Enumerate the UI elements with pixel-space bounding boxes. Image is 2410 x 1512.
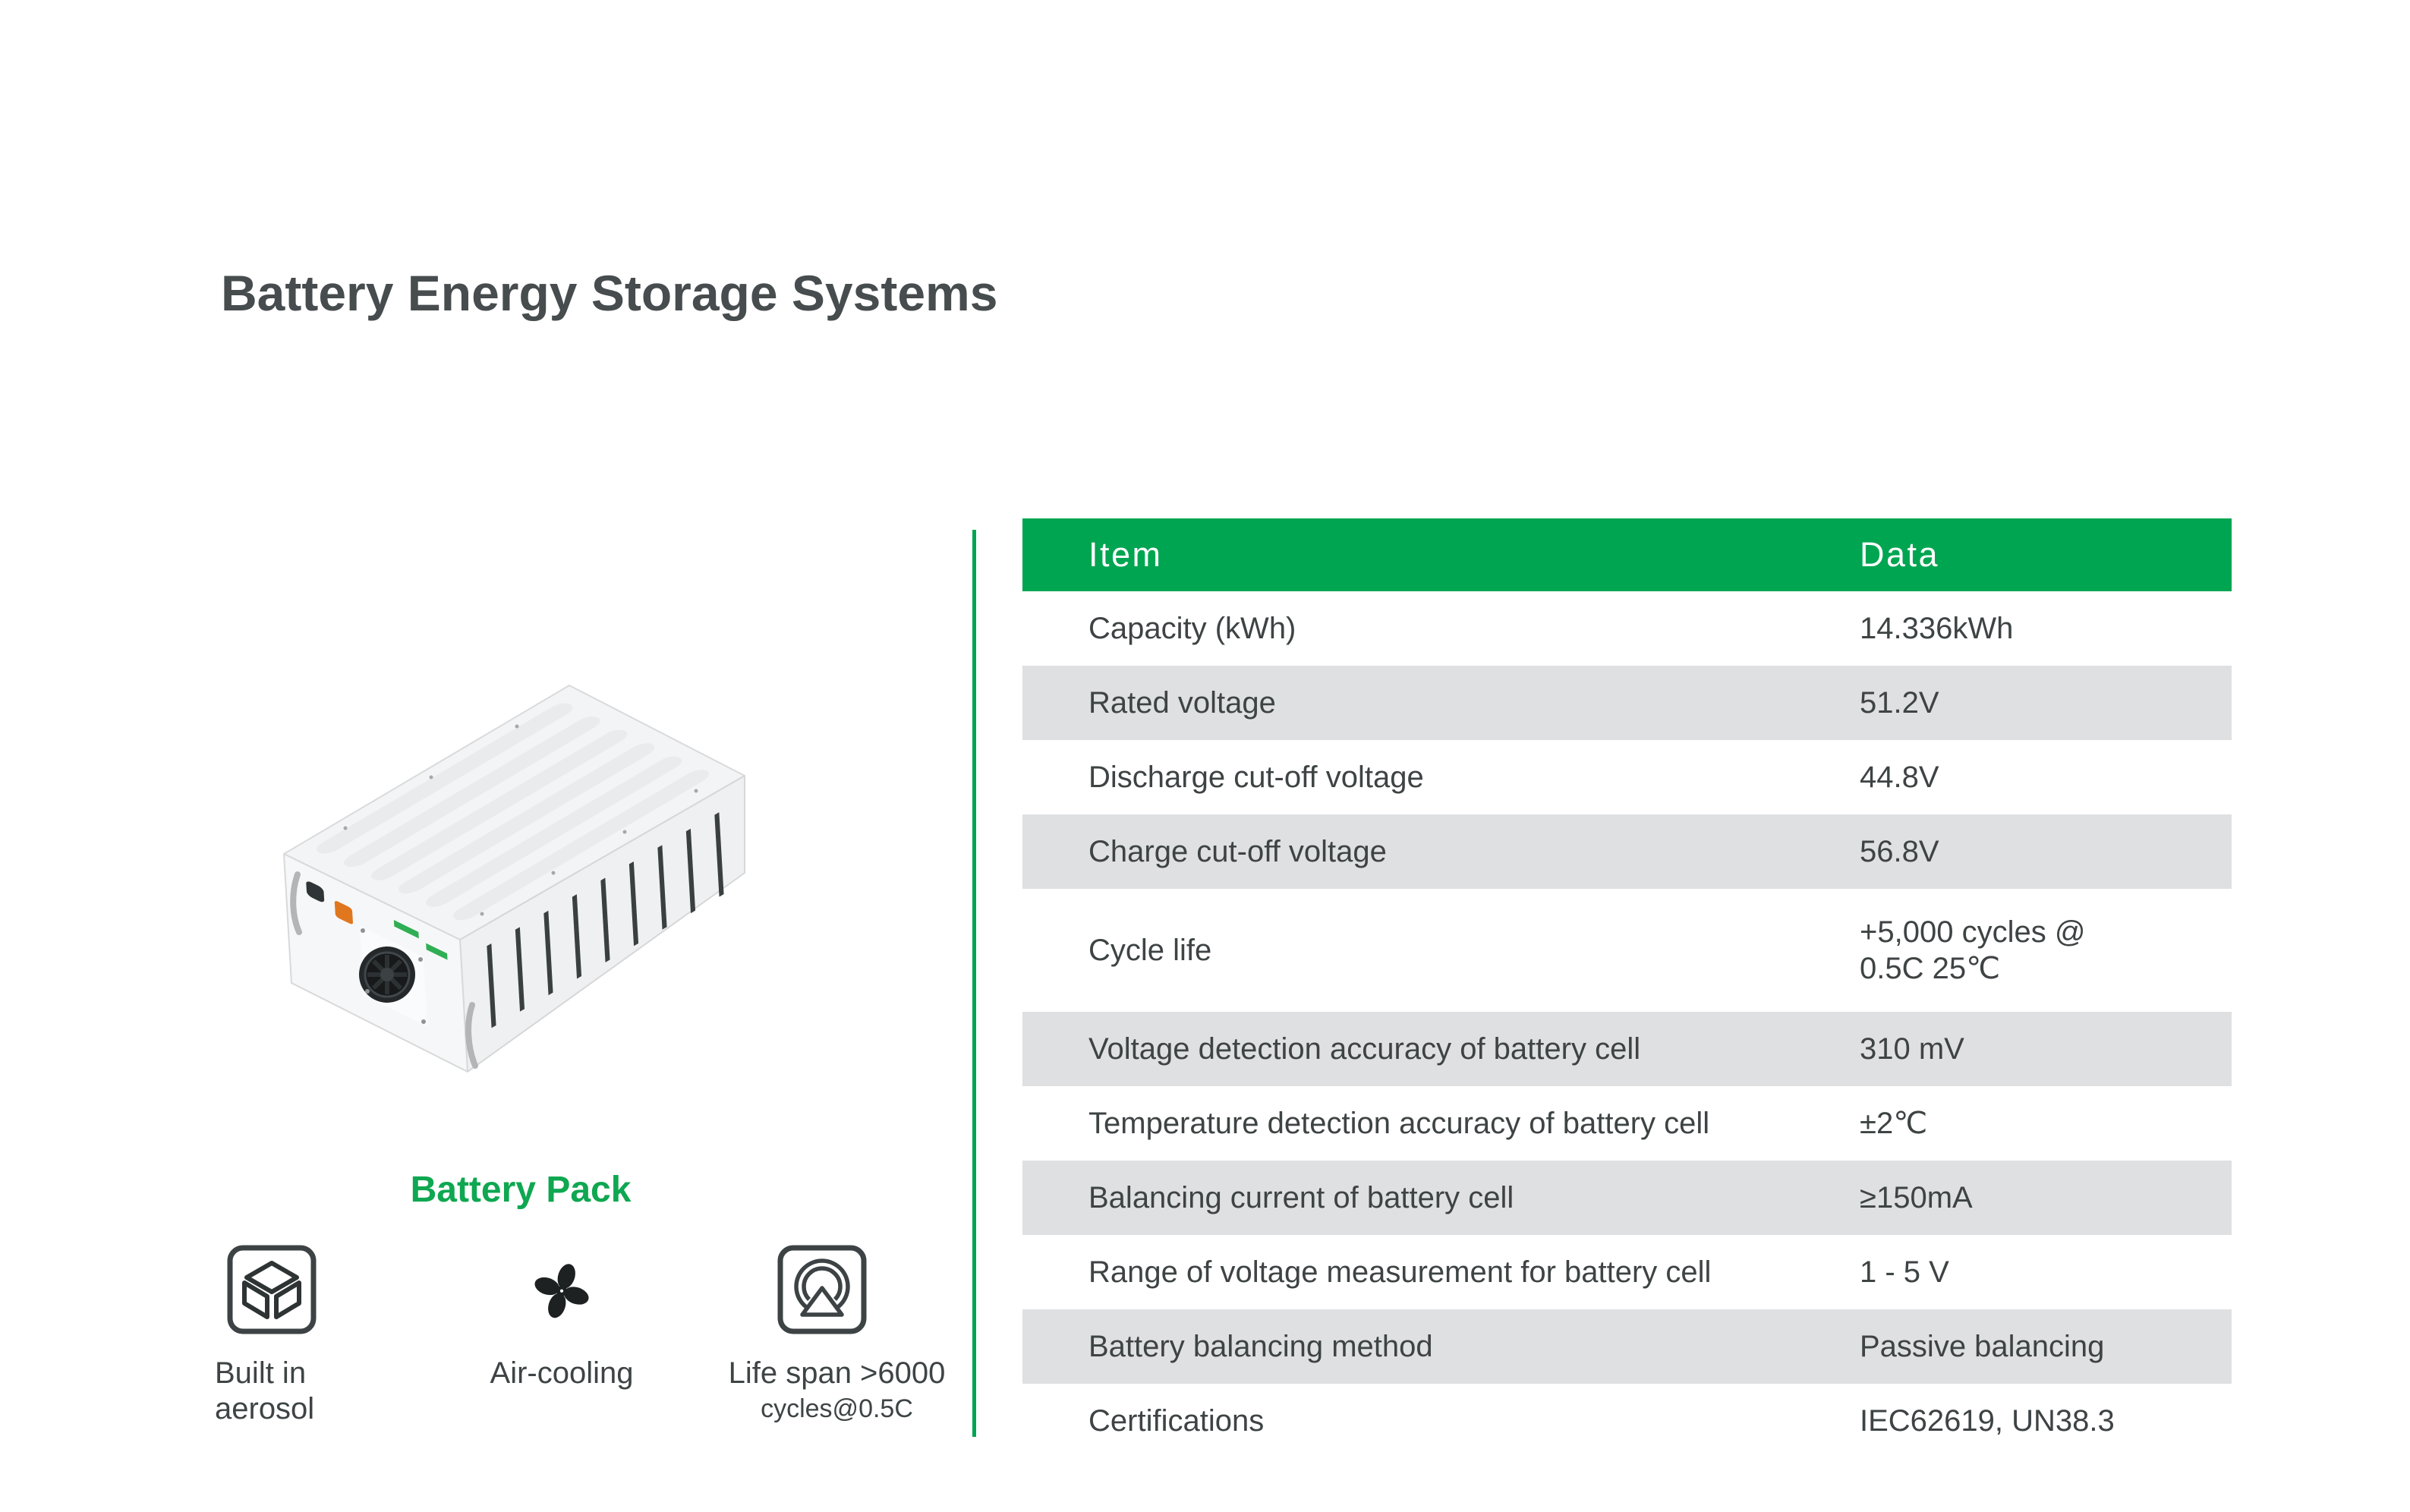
table-row: Temperature detection accuracy of batter…	[1022, 1086, 2232, 1161]
row-item: Discharge cut-off voltage	[1088, 760, 1424, 794]
battery-pack-caption: Battery Pack	[410, 1170, 632, 1210]
header-item: Item	[1088, 535, 1163, 574]
table-row: Discharge cut-off voltage 44.8V	[1022, 740, 2232, 814]
row-data: ±2℃	[1860, 1107, 1928, 1140]
vertical-divider	[972, 530, 976, 1437]
row-item: Battery balancing method	[1088, 1329, 1433, 1363]
row-data: 44.8V	[1860, 761, 1939, 794]
feature-life-span: Life span >6000 cycles@0.5C	[706, 1245, 968, 1427]
row-item: Voltage detection accuracy of battery ce…	[1088, 1032, 1641, 1066]
feature-text-line: Air-cooling	[490, 1356, 634, 1390]
feature-text-line: Life span >6000	[728, 1356, 946, 1390]
table-row: Cycle life +5,000 cycles @ 0.5C 25℃	[1022, 889, 2232, 1012]
feature-text-line: aerosol	[215, 1392, 315, 1425]
table-row: Battery balancing method Passive balanci…	[1022, 1309, 2232, 1384]
battery-left-handle	[290, 871, 302, 935]
row-item: Temperature detection accuracy of batter…	[1088, 1106, 1710, 1140]
table-row: Range of voltage measurement for battery…	[1022, 1235, 2232, 1309]
feature-text-line: cycles@0.5C	[761, 1394, 913, 1423]
row-item: Range of voltage measurement for battery…	[1088, 1255, 1712, 1289]
table-row: Voltage detection accuracy of battery ce…	[1022, 1012, 2232, 1086]
lifespan-circle-triangle-icon	[777, 1245, 866, 1334]
table-row: Certifications IEC62619, UN38.3	[1022, 1384, 2232, 1458]
row-item: Charge cut-off voltage	[1088, 834, 1387, 868]
row-item: Capacity (kWh)	[1088, 611, 1296, 645]
row-item: Rated voltage	[1088, 685, 1276, 720]
feature-label-built-in-aerosol: Built in aerosol	[215, 1356, 359, 1427]
table-row: Rated voltage 51.2V	[1022, 666, 2232, 740]
row-data: IEC62619, UN38.3	[1860, 1404, 2115, 1438]
feature-text-line: Built in	[215, 1356, 307, 1390]
feature-label-life-span: Life span >6000 cycles@0.5C	[706, 1356, 968, 1427]
feature-air-cooling: Air-cooling	[463, 1245, 660, 1391]
spec-table-header: Item Data	[1022, 518, 2232, 591]
row-data: +5,000 cycles @ 0.5C 25℃	[1860, 915, 2086, 985]
row-data: 1 - 5 V	[1860, 1255, 1949, 1289]
page-title: Battery Energy Storage Systems	[221, 265, 998, 321]
row-data: ≥150mA	[1860, 1181, 1973, 1214]
battery-right-handle	[465, 1002, 478, 1069]
battery-pack-image	[283, 685, 745, 1073]
row-data: 51.2V	[1860, 686, 1939, 720]
row-data: 14.336kWh	[1860, 612, 2014, 645]
cube-box-icon	[227, 1245, 317, 1334]
fan-icon	[534, 1264, 589, 1318]
table-row: Capacity (kWh) 14.336kWh	[1022, 591, 2232, 666]
feature-label-air-cooling: Air-cooling	[463, 1356, 660, 1391]
row-item: Certifications	[1088, 1403, 1265, 1438]
row-item: Cycle life	[1088, 933, 1212, 967]
spec-table: Item Data Capacity (kWh) 14.336kWh Rated…	[1022, 518, 2232, 1458]
row-item: Balancing current of battery cell	[1088, 1180, 1514, 1214]
feature-built-in-aerosol: Built in aerosol	[215, 1245, 359, 1427]
row-data: 56.8V	[1860, 835, 1939, 868]
row-data: Passive balancing	[1860, 1330, 2105, 1363]
table-row: Charge cut-off voltage 56.8V	[1022, 814, 2232, 889]
table-row: Balancing current of battery cell ≥150mA	[1022, 1161, 2232, 1235]
header-data: Data	[1860, 535, 1940, 574]
row-data: 310 mV	[1860, 1032, 1964, 1066]
